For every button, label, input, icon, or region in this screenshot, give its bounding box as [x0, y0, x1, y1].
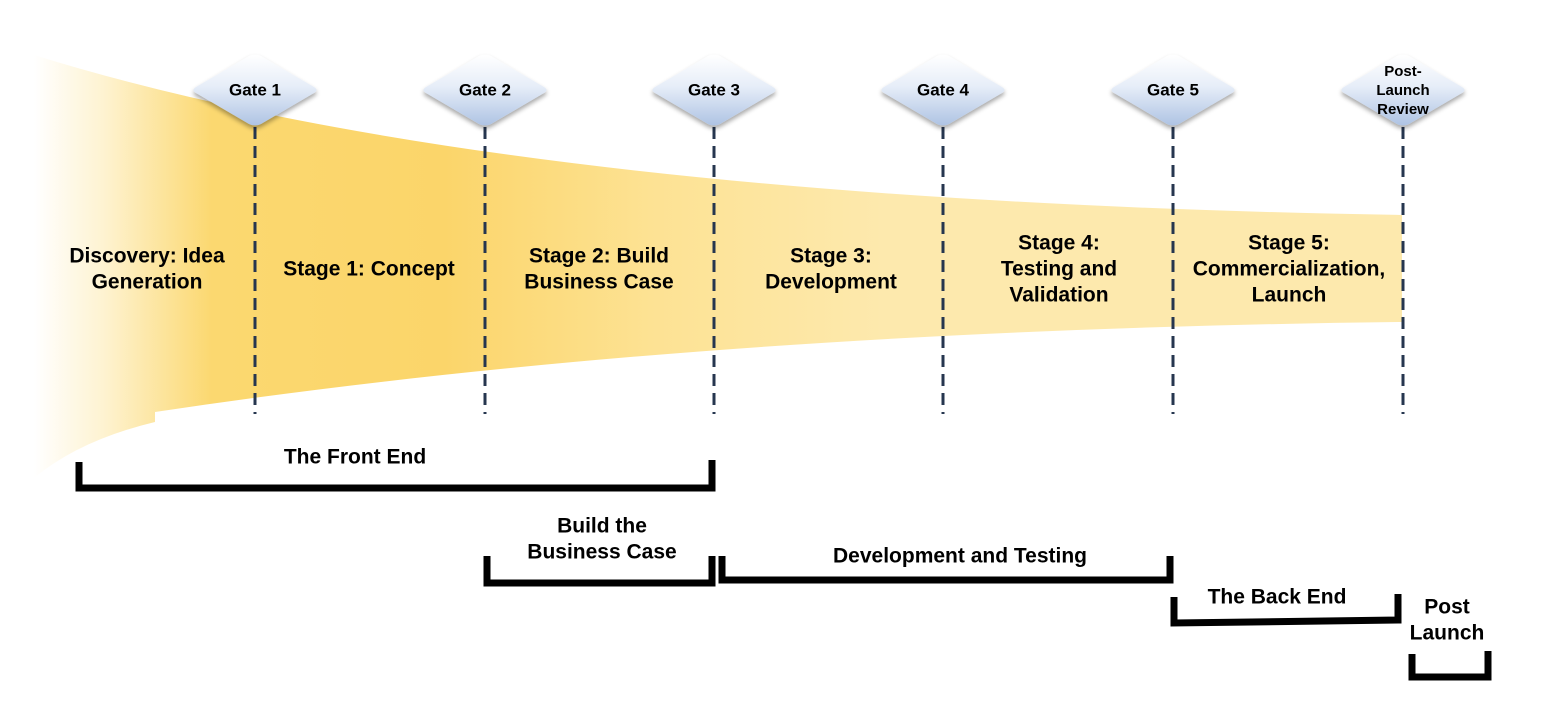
gate-label: Gate 5 [1147, 80, 1199, 99]
gate-diamond-shape [652, 54, 776, 126]
gate-2: Gate 2 [423, 54, 547, 126]
gate-label-line: Gate 4 [917, 80, 970, 99]
gate-4: Gate 4 [881, 54, 1005, 126]
stage-label-4-line: Validation [1009, 284, 1108, 307]
phase-label-3-line: The Back End [1208, 586, 1347, 609]
gate-diamond-shape [881, 54, 1005, 126]
gates: Gate 1 Gate 2 Gate 3 Gate 4 Gate 5 Post- Launc… [193, 54, 1465, 126]
gate-3: Gate 3 [652, 54, 776, 126]
stage-label-4-line: Stage 4: [1018, 232, 1100, 255]
gate-label: Gate 4 [917, 80, 970, 99]
stage-label-1-line: Stage 1: Concept [283, 258, 455, 281]
gate-label-line: Gate 1 [229, 80, 281, 99]
gate-label-line: Gate 2 [459, 80, 511, 99]
stage-label-3-line: Stage 3: [790, 245, 872, 268]
stage-label-5-line: Stage 5: [1248, 232, 1330, 255]
phase-label-3: The Back End [1208, 586, 1347, 609]
gate-label-line: Review [1377, 101, 1429, 118]
phase-brackets [75, 460, 1492, 681]
gate-label: Gate 3 [688, 80, 740, 99]
phase-label-0-line: The Front End [284, 446, 426, 469]
gate-diamond-shape [193, 54, 317, 126]
stage-label-3-line: Development [765, 271, 897, 294]
stage-label-3: Stage 3: Development [765, 245, 897, 294]
front-end-bracket [75, 460, 716, 492]
gate-diamond-shape [1111, 54, 1235, 126]
gate-label: Gate 1 [229, 80, 281, 99]
gate-label-line: Post- [1384, 63, 1422, 80]
stage-label-5: Stage 5: Commercialization, Launch [1193, 232, 1386, 307]
phase-label-0: The Front End [284, 446, 426, 469]
gate-label-line: Gate 5 [1147, 80, 1199, 99]
gate-label-line: Launch [1376, 82, 1429, 99]
phase-label-2-line: Development and Testing [833, 545, 1087, 568]
stage-label-2-line: Business Case [524, 271, 673, 294]
stage-label-1: Stage 1: Concept [283, 258, 455, 281]
stage-label-0-line: Generation [92, 271, 203, 294]
development-testing-bracket [718, 556, 1174, 584]
stage-label-2-line: Stage 2: Build [529, 245, 669, 268]
business-case-bracket [483, 556, 716, 587]
phase-label-4-line: Launch [1410, 622, 1485, 645]
phase-label-2: Development and Testing [833, 545, 1087, 568]
stage-label-0-line: Discovery: Idea [69, 245, 225, 268]
back-end-bracket [1170, 594, 1402, 627]
phase-label-1-line: Build the [557, 515, 647, 538]
phase-label-4-line: Post [1424, 596, 1470, 619]
gate-label-line: Gate 3 [688, 80, 740, 99]
funnel-band [34, 55, 1402, 478]
post-launch-bracket [1408, 651, 1492, 681]
phase-label-1-line: Business Case [527, 541, 676, 564]
gate-diamond-shape [423, 54, 547, 126]
gate-label: Gate 2 [459, 80, 511, 99]
gate-lines [253, 127, 1405, 414]
stage-label-5-line: Commercialization, [1193, 258, 1386, 281]
stage-label-4-line: Testing and [1001, 258, 1117, 281]
gate-diamond-shape [1341, 54, 1465, 126]
gate-5: Gate 5 [1111, 54, 1235, 126]
gate-1: Gate 1 [193, 54, 317, 126]
stage-label-5-line: Launch [1252, 284, 1327, 307]
